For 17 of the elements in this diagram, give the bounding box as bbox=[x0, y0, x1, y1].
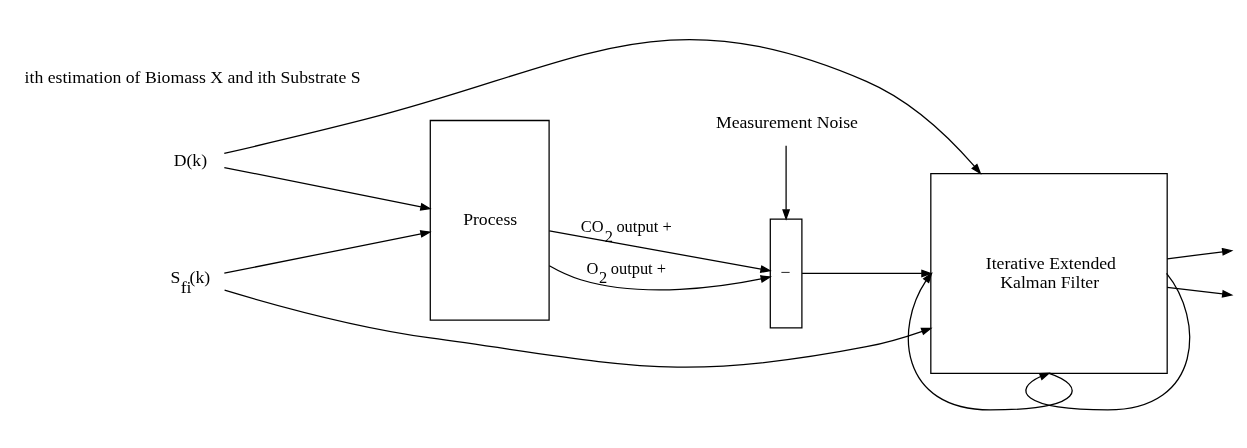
arrow bbox=[548, 264, 772, 291]
arrow bbox=[223, 229, 432, 274]
arrow bbox=[1166, 247, 1234, 259]
arrow bbox=[1166, 286, 1234, 298]
node-box: Iterative Extended Kalman Filter bbox=[930, 172, 1168, 374]
node-text: D(k) bbox=[173, 149, 208, 170]
arrow bbox=[548, 229, 772, 273]
arrow bbox=[907, 271, 1073, 411]
arrow bbox=[223, 38, 982, 175]
node-text: Measurement Noise bbox=[715, 111, 858, 132]
node-box: Process bbox=[429, 119, 550, 321]
arrow bbox=[782, 144, 791, 221]
arrow bbox=[223, 166, 432, 211]
label: ith estimation of Biomass X and ith Substrate S bbox=[24, 66, 361, 87]
arrow bbox=[223, 289, 933, 368]
node-box: − bbox=[769, 217, 803, 328]
arrow bbox=[801, 268, 933, 277]
